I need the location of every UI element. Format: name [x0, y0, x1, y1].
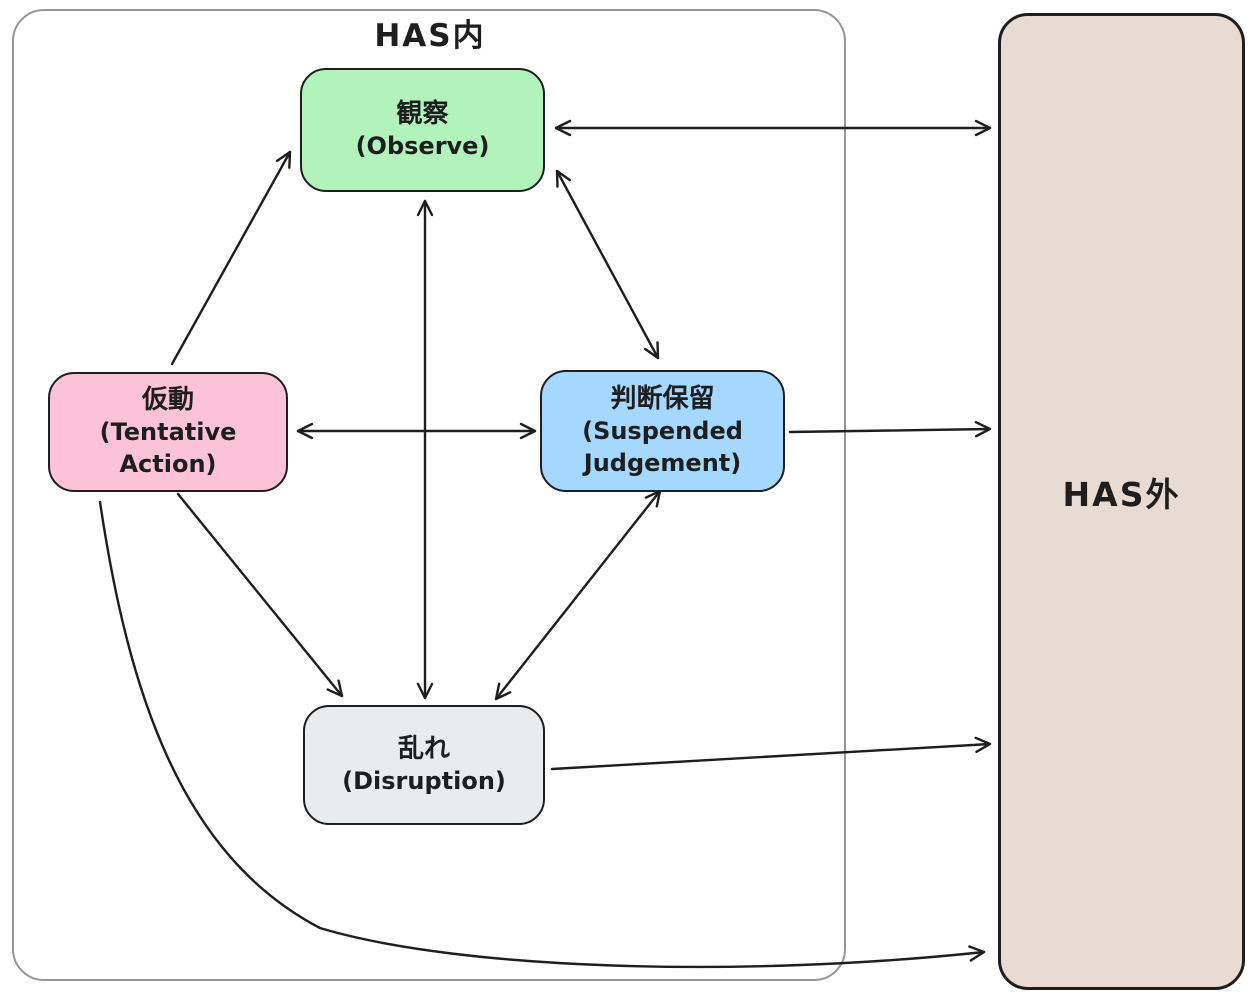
node-observe: 観察 (Observe) — [300, 68, 545, 192]
node-disruption: 乱れ (Disruption) — [303, 705, 545, 825]
node-tentative-label-jp: 仮動 — [141, 385, 194, 416]
node-observe-label-jp: 観察 — [396, 99, 449, 129]
node-observe-label-en: (Observe) — [355, 132, 490, 161]
node-tentative-label-en1: (Tentative — [99, 418, 237, 447]
has-inner-frame — [12, 9, 846, 981]
node-suspended-label-jp: 判断保留 — [610, 384, 715, 415]
has-outer-region: HAS外 — [998, 13, 1245, 990]
node-tentative-label-en2: Action) — [119, 450, 217, 479]
has-inner-frame-title: HAS内 — [374, 18, 486, 54]
node-suspended-label-en2: Judgement) — [583, 449, 742, 478]
node-suspended-label-en1: (Suspended — [582, 417, 743, 446]
node-tentative-action: 仮動 (Tentative Action) — [48, 372, 288, 492]
has-outer-label: HAS外 — [1062, 474, 1181, 514]
node-suspended-judgement: 判断保留 (Suspended Judgement) — [540, 370, 785, 492]
node-disruption-label-en: (Disruption) — [342, 767, 506, 796]
node-disruption-label-jp: 乱れ — [397, 734, 450, 764]
